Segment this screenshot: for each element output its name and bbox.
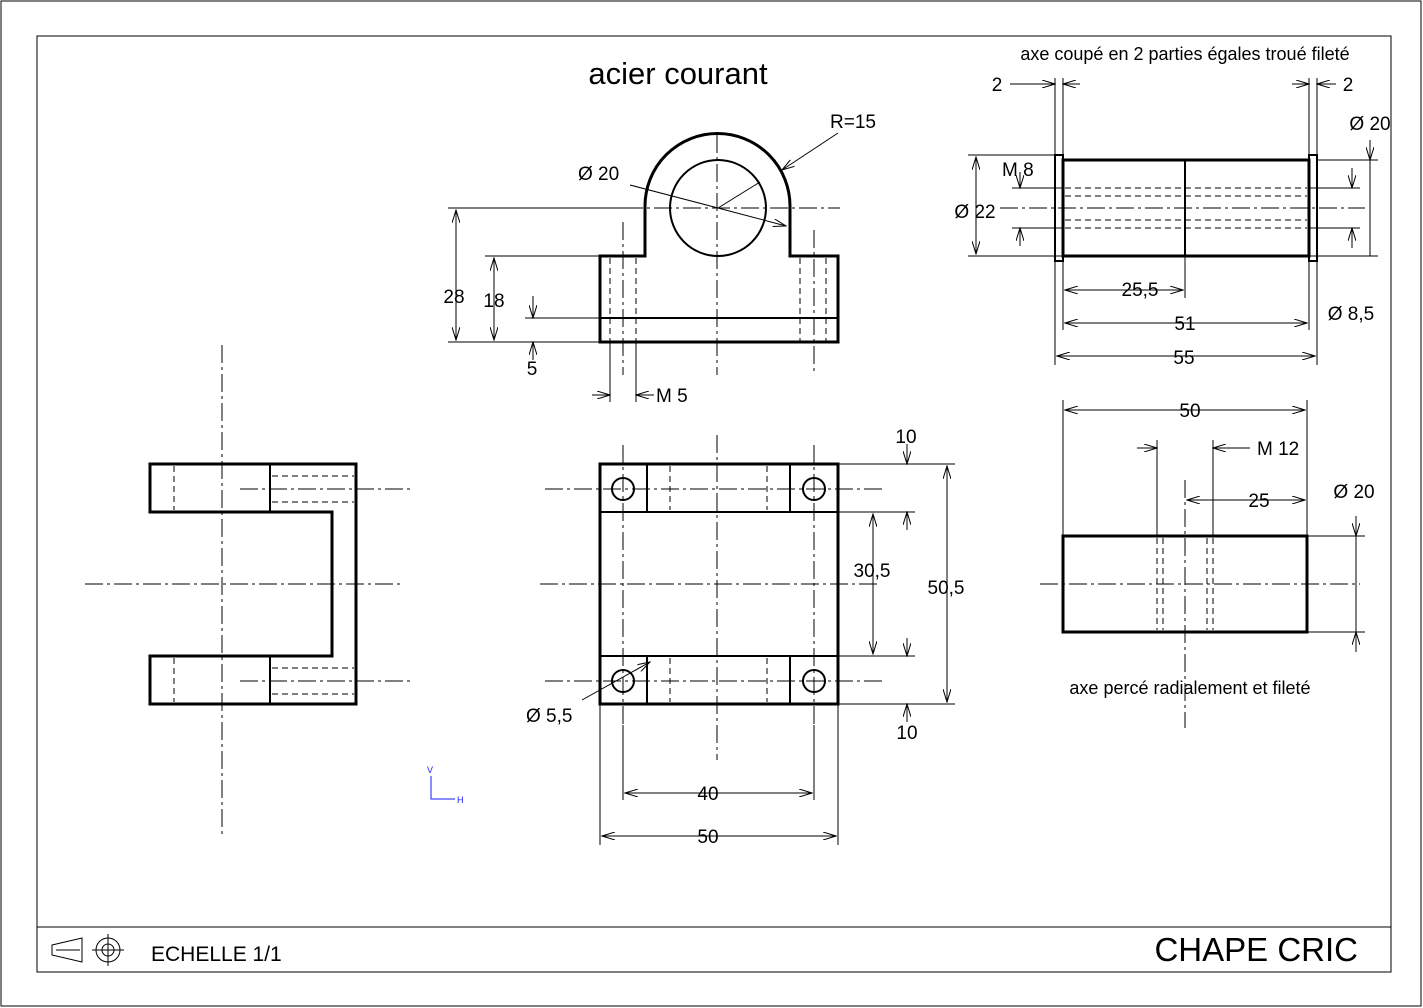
dim-40: 40 <box>697 784 718 805</box>
dim-50: 50 <box>697 827 718 848</box>
dim-axe-2-left: 2 <box>992 75 1003 96</box>
dim-5: 5 <box>527 359 538 380</box>
dim-d20-boss: Ø 20 <box>578 164 619 185</box>
dim-50-5: 50,5 <box>928 578 965 599</box>
top-view: 10 30,5 50,5 10 Ø 5,5 40 50 <box>526 427 964 848</box>
dim-axe-d8-5: Ø 8,5 <box>1328 304 1374 325</box>
dim-axe2-d20: Ø 20 <box>1333 482 1374 503</box>
axe-view-drilled: axe percé radialement et fileté 50 M 12 … <box>1040 400 1375 728</box>
side-view <box>85 345 412 835</box>
dim-axe-55: 55 <box>1173 348 1194 369</box>
dim-axe-51: 51 <box>1174 314 1195 335</box>
svg-text:V: V <box>427 765 433 775</box>
dim-axe-25-5: 25,5 <box>1122 280 1159 301</box>
dim-m5: M 5 <box>656 386 688 407</box>
material-label: acier courant <box>588 56 768 91</box>
dim-30-5: 30,5 <box>854 561 891 582</box>
inner-frame <box>36 35 1392 973</box>
axe-view-split: axe coupé en 2 parties égales troué file… <box>954 44 1390 369</box>
dim-10-bottom: 10 <box>896 723 917 744</box>
drawing-title: CHAPE CRIC <box>1154 931 1358 968</box>
dim-18: 18 <box>483 291 504 312</box>
dim-d5-5: Ø 5,5 <box>526 706 572 727</box>
dim-axe-2-right: 2 <box>1343 75 1354 96</box>
note-axe-split: axe coupé en 2 parties égales troué file… <box>1020 44 1349 64</box>
front-view: 28 18 5 R=15 Ø 20 M 5 <box>443 112 876 407</box>
projection-symbol-icon <box>51 934 124 966</box>
note-axe-drilled: axe percé radialement et fileté <box>1069 678 1310 698</box>
dim-axe-d22: Ø 22 <box>954 202 995 223</box>
dim-axe-m8: M 8 <box>1002 160 1034 181</box>
dim-axe2-50: 50 <box>1179 401 1200 422</box>
dim-axe2-m12: M 12 <box>1257 439 1299 460</box>
dim-r15: R=15 <box>830 112 876 133</box>
dim-axe2-25: 25 <box>1248 491 1269 512</box>
dim-28: 28 <box>443 287 464 308</box>
dim-axe-d20: Ø 20 <box>1349 114 1390 135</box>
scale-label: ECHELLE 1/1 <box>151 943 282 966</box>
axis-indicator-icon: V H <box>427 765 464 805</box>
svg-text:H: H <box>457 795 464 805</box>
dim-10-top: 10 <box>895 427 916 448</box>
